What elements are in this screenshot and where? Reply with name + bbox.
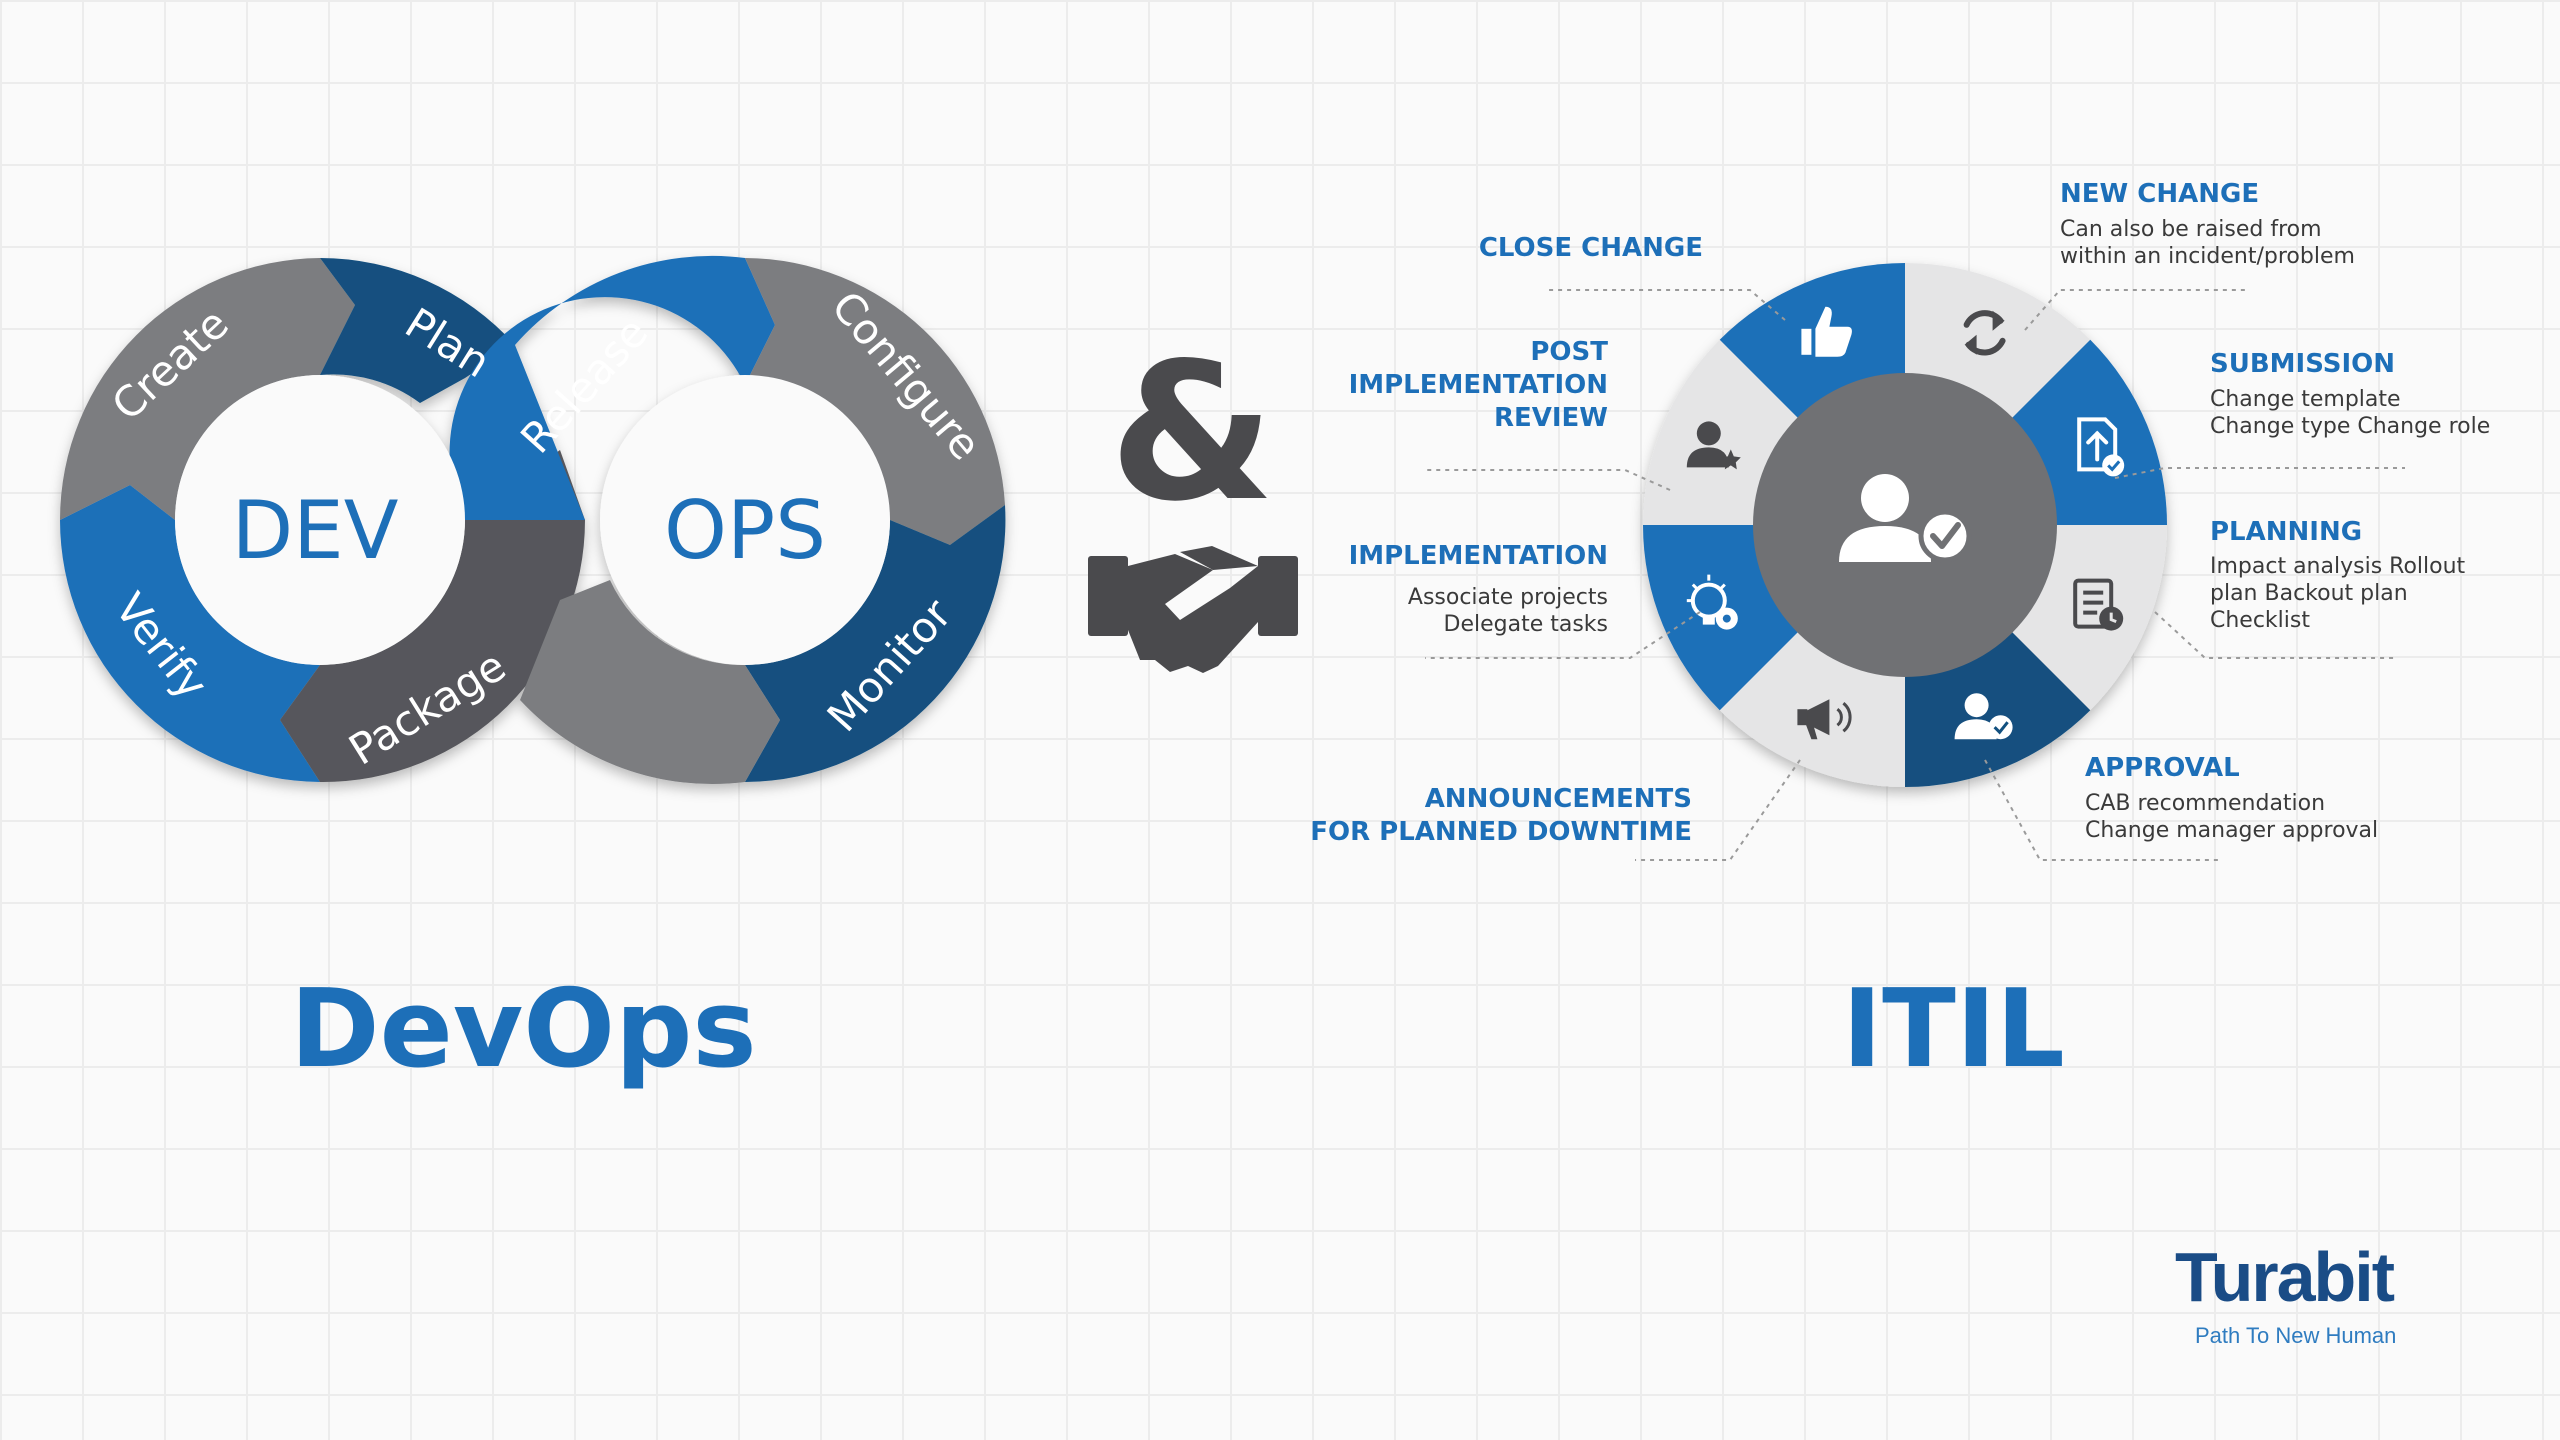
user-star-icon bbox=[1686, 421, 1741, 470]
document-upload-icon bbox=[2077, 417, 2125, 477]
turabit-logo: Turabit bbox=[2175, 1238, 2395, 1316]
stage-segment-gray-bottom bbox=[520, 580, 780, 785]
detail-approval: CAB recommendation Change manager approv… bbox=[2085, 791, 2379, 843]
detail-submission: Change template Change type Change role bbox=[2210, 387, 2491, 439]
megaphone-icon bbox=[1797, 699, 1852, 740]
leader-lines bbox=[1425, 289, 2405, 861]
heading-new-change: NEW CHANGE bbox=[2060, 179, 2260, 209]
heading-implementation: IMPLEMENTATION bbox=[1348, 541, 1608, 571]
stage-segment-release bbox=[449, 255, 775, 521]
thumbs-up-icon bbox=[1801, 306, 1852, 357]
heading-announcements: ANNOUNCEMENTS FOR PLANNED DOWNTIME bbox=[1310, 784, 1692, 847]
heading-close-change: CLOSE CHANGE bbox=[1478, 233, 1703, 263]
detail-planning: Impact analysis Rollout plan Backout pla… bbox=[2210, 554, 2466, 633]
checklist-clock-icon bbox=[2073, 578, 2124, 631]
detail-new-change: Can also be raised from within an incide… bbox=[2060, 217, 2355, 269]
gear-bulb-icon bbox=[1686, 574, 1738, 630]
dev-label: DEV bbox=[232, 484, 399, 577]
itil-title: ITIL bbox=[1842, 967, 2065, 1092]
devops-infinity-loop bbox=[60, 255, 1006, 785]
devops-title: DevOps bbox=[290, 967, 757, 1092]
stage-segment-verify bbox=[60, 485, 320, 782]
heading-submission: SUBMISSION bbox=[2210, 349, 2396, 379]
itil-center-disc bbox=[1753, 373, 2057, 677]
heading-approval: APPROVAL bbox=[2085, 753, 2240, 783]
handshake-icon bbox=[1088, 546, 1298, 673]
stage-segment-configure bbox=[745, 258, 1005, 545]
stage-segment-create bbox=[60, 258, 355, 520]
refresh-icon bbox=[1963, 310, 2006, 356]
heading-post-implementation-review: POST IMPLEMENTATION REVIEW bbox=[1348, 337, 1608, 433]
logo-tagline: Path To New Human bbox=[2195, 1323, 2397, 1348]
ampersand: & bbox=[1109, 322, 1275, 543]
detail-implementation: Associate projects Delegate tasks bbox=[1407, 585, 1608, 637]
heading-planning: PLANNING bbox=[2210, 517, 2363, 547]
ops-label: OPS bbox=[664, 484, 826, 577]
user-approve-icon bbox=[1954, 693, 2013, 740]
stage-segment-plan bbox=[320, 258, 515, 403]
stage-segment-monitor bbox=[745, 505, 1006, 782]
stage-segment-package bbox=[280, 450, 585, 783]
user-check-icon bbox=[1839, 474, 1972, 563]
